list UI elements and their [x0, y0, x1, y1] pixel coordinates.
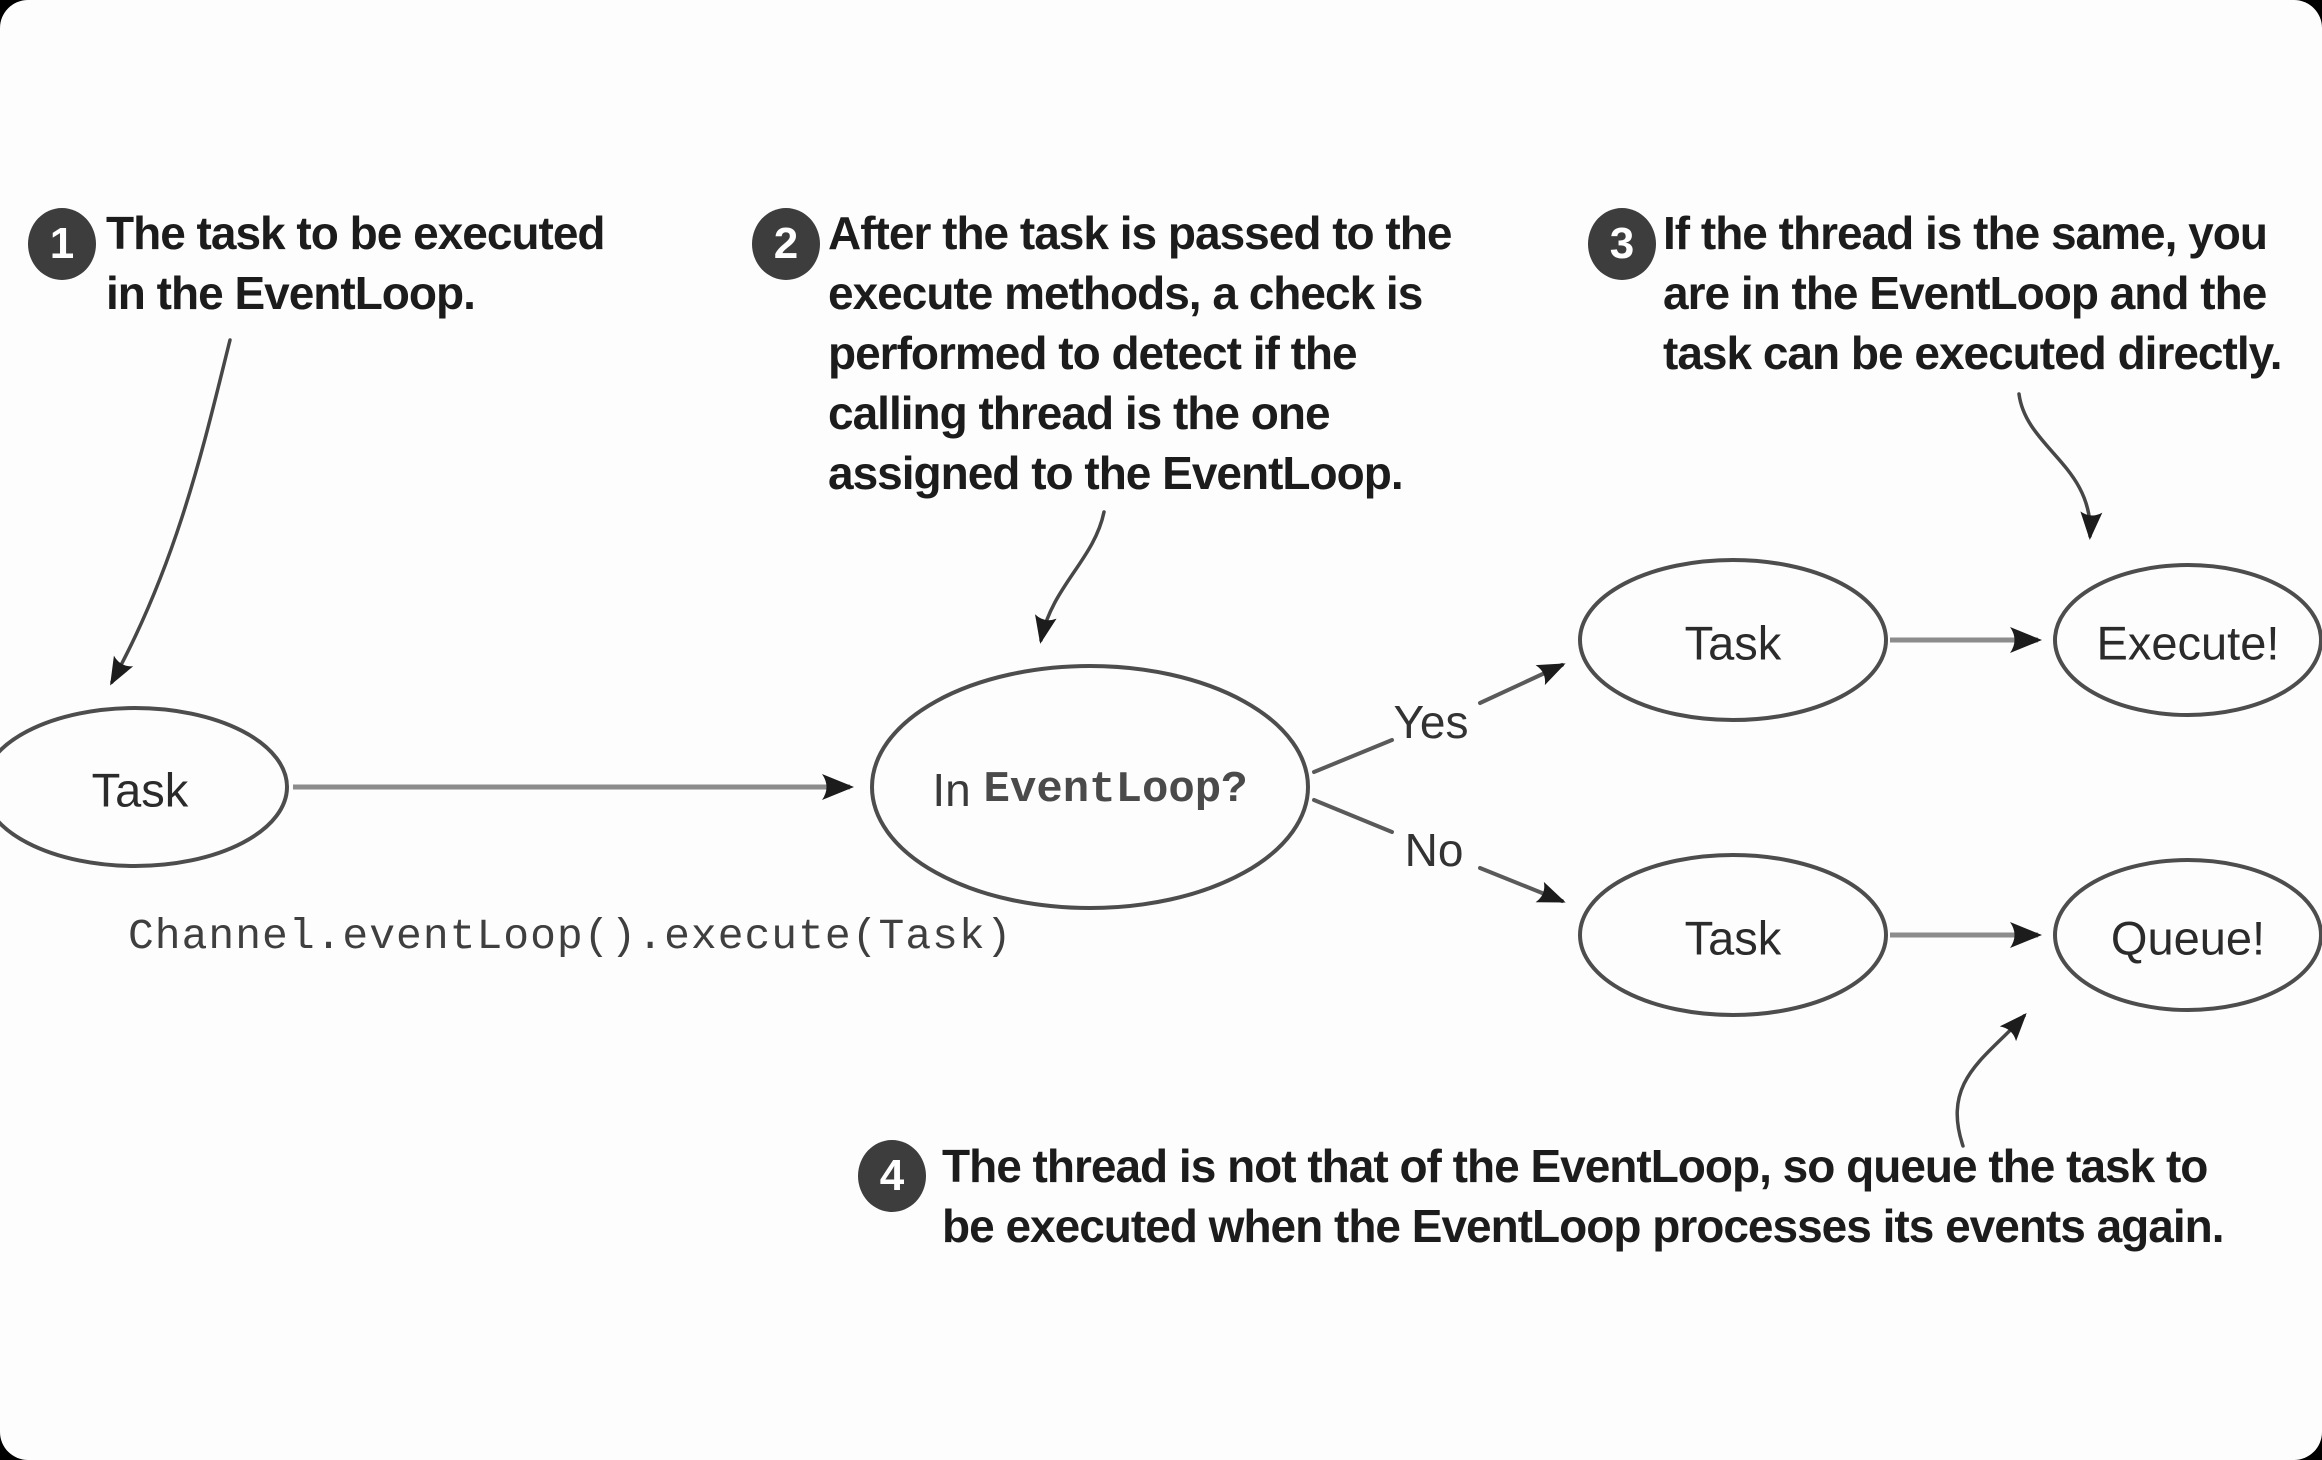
note-2-text: After the task is passed to the execute …: [828, 207, 1452, 499]
note4-pointer-arrow: [1955, 1013, 2027, 1148]
no-branch-label: No: [1405, 824, 1464, 876]
execute-label: Execute!: [2097, 617, 2280, 670]
note3-pointer-arrow: [2017, 392, 2103, 540]
yes-branch-stub: [1312, 738, 1394, 774]
note-1-text: The task to be executed in the EventLoop…: [106, 207, 606, 319]
yes-branch-label: Yes: [1393, 696, 1468, 748]
queue-node: [2053, 858, 2322, 1012]
task-source-node: [0, 706, 289, 868]
no-branch-arrow: [1478, 866, 1566, 903]
yes-branch-arrow: [1478, 663, 1566, 705]
decision-label-code: EventLoop?: [984, 765, 1248, 815]
note1-pointer-arrow: [110, 338, 232, 686]
decision-node: [870, 664, 1310, 910]
task-no-label: Task: [1685, 912, 1782, 965]
no-branch-stub: [1312, 798, 1394, 834]
task-yes-label: Task: [1685, 617, 1782, 670]
note-2-badge: 2: [752, 208, 820, 280]
task-no-node: [1578, 853, 1888, 1017]
task-source-label: Task: [92, 764, 189, 817]
note-4-text: The thread is not that of the EventLoop,…: [942, 1140, 2225, 1252]
note-3-text: If the thread is the same, you are in th…: [1663, 207, 2283, 379]
note-3-badge: 3: [1588, 208, 1656, 280]
note-1-badge: 1: [28, 208, 96, 280]
queue-label: Queue!: [2111, 912, 2265, 965]
decision-label: In EventLoop?: [932, 764, 1247, 816]
execute-node: [2053, 563, 2322, 717]
code-caption: Channel.eventLoop().execute(Task): [128, 912, 1013, 961]
decision-label-prefix: In: [932, 764, 983, 816]
task-yes-node: [1578, 558, 1888, 722]
note-4-badge: 4: [858, 1140, 926, 1212]
note2-pointer-arrow: [1035, 510, 1106, 644]
